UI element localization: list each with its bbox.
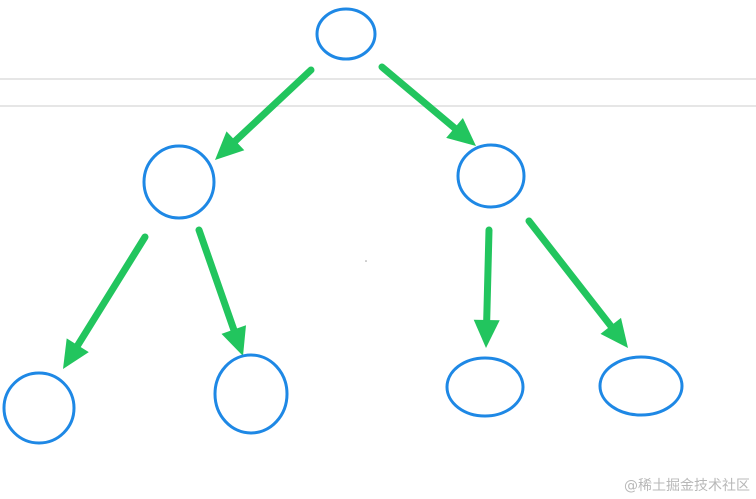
node-right-right-leaf	[598, 355, 684, 417]
arrow-shaft	[195, 226, 238, 335]
divider-line-bottom	[0, 105, 756, 107]
arrow-shaft	[525, 217, 616, 331]
node-root	[315, 7, 377, 61]
nodes-layer	[2, 7, 684, 445]
arrow-head	[446, 118, 476, 146]
arrow-shaft	[230, 66, 315, 146]
arrow-shaft	[378, 63, 460, 133]
arrow-shaft	[73, 233, 149, 351]
arrow-head	[473, 319, 500, 348]
node-left-right-leaf	[213, 353, 289, 435]
arrow-head	[63, 338, 89, 369]
edge-left-child-to-left-left-leaf	[63, 233, 149, 369]
node-right-child	[456, 143, 526, 209]
edge-root-to-left-child	[215, 66, 315, 160]
node-left-left-leaf	[2, 371, 76, 445]
edge-left-child-to-left-right-leaf	[195, 226, 246, 356]
edge-right-child-to-right-right-leaf	[525, 217, 628, 348]
divider-line-top	[0, 78, 756, 80]
stray-dot	[365, 260, 367, 262]
edges-layer	[63, 63, 628, 369]
arrow-head	[215, 131, 245, 160]
arrow-shaft	[483, 226, 493, 326]
edge-root-to-right-child	[378, 63, 476, 146]
node-right-left-leaf	[445, 356, 525, 418]
arrow-head	[221, 325, 246, 356]
node-left-child	[142, 144, 216, 220]
arrow-head	[600, 317, 628, 348]
watermark: @稀土掘金技术社区	[624, 478, 750, 494]
edge-right-child-to-right-left-leaf	[473, 226, 500, 348]
